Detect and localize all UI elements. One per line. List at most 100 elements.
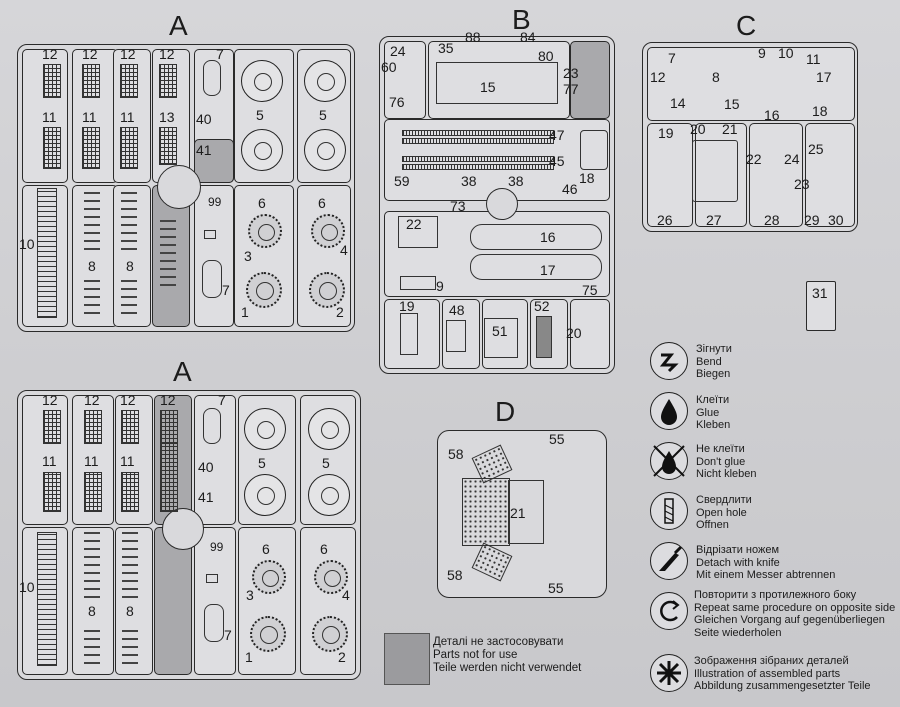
label: 8	[126, 603, 134, 619]
legend-no-glue-de: Nicht kleben	[696, 468, 757, 480]
label: 10	[19, 579, 35, 595]
fender-part	[402, 130, 554, 136]
fender-part	[402, 156, 554, 162]
idler-wheel	[311, 214, 345, 248]
sprue-c-letter: C	[736, 10, 757, 41]
sprue-c-cell-4	[749, 123, 803, 227]
fender-part	[402, 138, 554, 144]
asterisk-icon	[650, 654, 688, 692]
label: 12	[650, 69, 666, 85]
label: 12	[42, 46, 58, 62]
label: 19	[399, 298, 415, 314]
label: 58	[448, 446, 464, 462]
label: 16	[540, 229, 556, 245]
legend-detach-ua: Відрізати ножем	[696, 544, 780, 556]
legend-illustration-ua: Зображення зібраних деталей	[694, 655, 849, 667]
hull-plate-part	[436, 62, 558, 104]
legend-no-glue: Не клеїти Don't glue Nicht kleben	[696, 443, 757, 481]
legend-not-used: Деталі не застосовувати Parts not for us…	[433, 636, 581, 675]
no-glue-icon	[650, 442, 688, 480]
label: 7	[216, 46, 224, 62]
label: 26	[657, 212, 673, 228]
legend-glue: Клеїти Glue Kleben	[696, 394, 730, 432]
label: 15	[724, 96, 740, 112]
label: 80	[538, 48, 554, 64]
label: 5	[258, 455, 266, 471]
sprue-a-bottom-unused-cell-2	[154, 527, 192, 675]
label: 24	[390, 43, 406, 59]
link-part	[121, 472, 139, 512]
track-run	[37, 188, 57, 318]
label: 6	[320, 541, 328, 557]
bend-icon	[650, 342, 688, 380]
grille-part	[400, 276, 436, 290]
label: 25	[808, 141, 824, 157]
label: 60	[381, 59, 397, 75]
track-links	[121, 278, 137, 314]
track-links	[84, 624, 100, 664]
label: 46	[562, 181, 578, 197]
legend-bend-de: Biegen	[696, 368, 731, 380]
mesh-screen-part	[462, 478, 510, 546]
label: 3	[244, 248, 252, 264]
label: 77	[563, 81, 579, 97]
small-part	[206, 574, 218, 583]
label: 9	[758, 45, 766, 61]
label: 11	[120, 109, 135, 125]
road-wheel	[241, 129, 283, 171]
drill-icon	[650, 492, 688, 530]
link-part	[121, 410, 139, 444]
sprue-b-cell-10	[570, 299, 610, 369]
sprue-b-cell-6	[384, 299, 440, 369]
link-part	[160, 410, 178, 512]
label: 29	[804, 212, 820, 228]
road-wheel	[244, 474, 286, 516]
label: 7	[222, 282, 230, 298]
label: 59	[394, 173, 410, 189]
idler-wheel	[248, 214, 282, 248]
drive-sprocket	[312, 616, 348, 652]
label: 20	[566, 325, 582, 341]
hull-side-part	[203, 408, 221, 444]
sprue-a-top-unused-cell-2	[194, 139, 234, 183]
track-guard-part	[470, 254, 602, 280]
legend-open-hole: Свердлити Open hole Offnen	[696, 494, 752, 532]
label: 22	[746, 151, 762, 167]
label: 17	[816, 69, 832, 85]
glue-icon	[650, 392, 688, 430]
label: 76	[389, 94, 405, 110]
drive-sprocket	[246, 272, 282, 308]
legend-detach-en: Detach with knife	[696, 556, 780, 569]
label: 10	[778, 45, 794, 61]
label: 38	[461, 173, 477, 189]
label: 11	[82, 109, 97, 125]
label: 41	[196, 142, 212, 158]
legend-open-hole-de: Offnen	[696, 519, 729, 531]
idler-wheel	[252, 560, 286, 594]
small-part	[204, 230, 216, 239]
legend-detach-de: Mit einem Messer abtrennen	[696, 569, 836, 581]
sprue-b-letter: B	[512, 4, 531, 35]
sprue-b-unused-cell	[570, 41, 610, 119]
label: 4	[342, 587, 350, 603]
legend-repeat-ua: Повторити з протилежного боку	[694, 589, 857, 601]
road-wheel	[308, 408, 350, 450]
label: 5	[256, 107, 264, 123]
link-part	[120, 64, 138, 98]
legend-bend-en: Bend	[696, 355, 722, 368]
legend-glue-ua: Клеїти	[696, 394, 730, 406]
label: 30	[828, 212, 844, 228]
drive-sprocket	[250, 616, 286, 652]
panel-part	[536, 316, 552, 358]
sprue-a-bottom-cell-12	[194, 527, 236, 675]
label: 31	[812, 285, 828, 301]
legend-illustration-de: Abbildung zusammengesetzter Teile	[694, 680, 871, 692]
label: 8	[88, 258, 96, 274]
panel-part	[484, 318, 518, 358]
armor-plate-part	[692, 140, 738, 202]
sprue-a-top-letter: A	[169, 10, 188, 41]
sprue-c-cell-1	[647, 47, 855, 121]
label: 40	[196, 111, 212, 127]
link-part	[82, 127, 100, 169]
label: 6	[262, 541, 270, 557]
